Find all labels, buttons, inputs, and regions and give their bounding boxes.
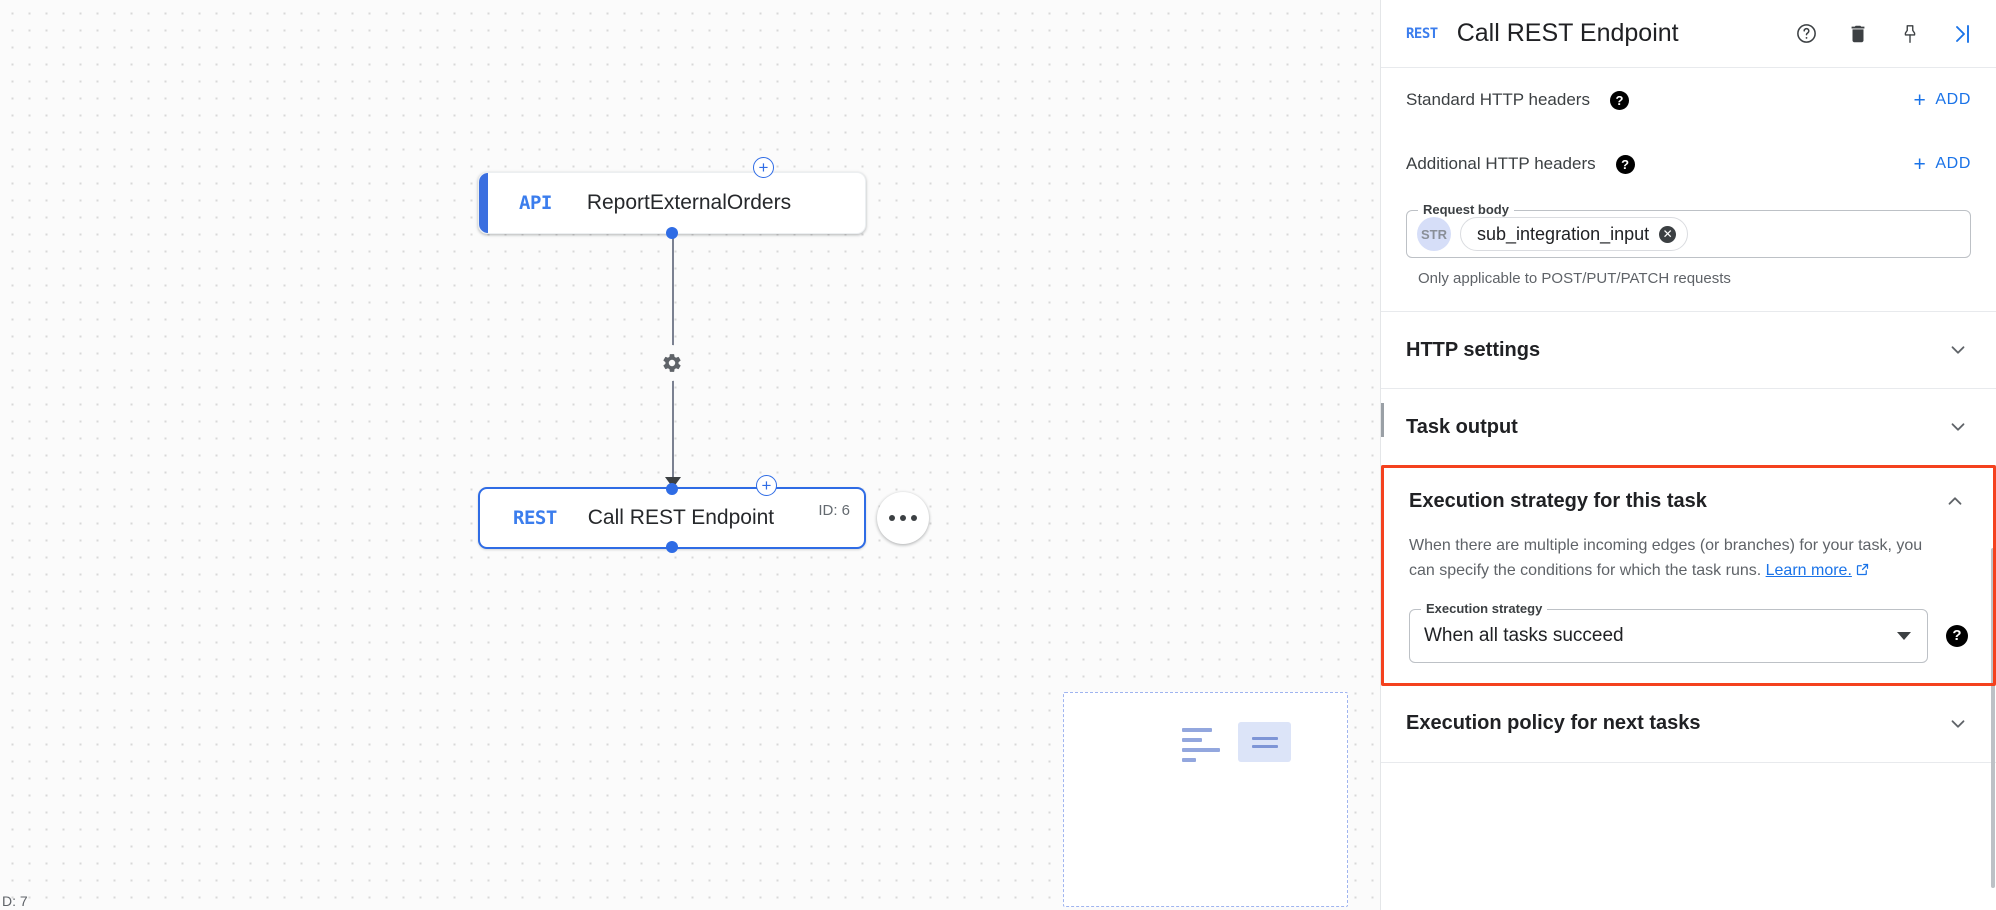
plus-icon: + [1913,88,1927,112]
variable-type-badge: STR [1417,217,1451,251]
section-execution-policy[interactable]: Execution policy for next tasks [1381,686,1996,763]
request-body-legend: Request body [1418,202,1514,217]
section-title: Execution strategy for this task [1409,489,1707,512]
node-type-badge: REST [513,507,557,529]
help-icon[interactable]: ? [1609,90,1629,110]
task-config-panel: REST Call REST Endpoint [1380,0,1996,910]
execution-strategy-value: When all tasks succeed [1424,624,1624,646]
collapse-panel-icon[interactable] [1950,22,1974,46]
canvas-node-rest[interactable]: REST Call REST Endpoint ID: 6 [478,483,866,553]
chevron-down-icon[interactable] [1947,416,1969,438]
workflow-canvas[interactable]: API ReportExternalOrders + REST Call RES… [0,0,1380,910]
add-node-button-api[interactable]: + [753,157,774,178]
request-body-helper-text: Only applicable to POST/PUT/PATCH reques… [1418,270,1731,287]
section-title: HTTP settings [1406,338,1541,361]
section-title: Task output [1406,415,1518,438]
rest-badge: REST [1406,25,1438,42]
node-type-badge: API [519,192,552,214]
add-label: ADD [1935,155,1971,172]
description-text: When there are multiple incoming edges (… [1409,537,1923,579]
section-execution-strategy-header[interactable]: Execution strategy for this task [1384,468,1993,534]
minimap-bars-icon [1182,728,1220,762]
panel-scroll-area[interactable]: Standard HTTP headers ? + ADD Additional… [1381,68,1996,910]
canvas-footer-text: D: 7 [2,893,28,909]
section-execution-policy-header[interactable]: Execution policy for next tasks [1381,686,1996,762]
execution-strategy-select[interactable]: Execution strategy When all tasks succee… [1409,600,1928,663]
add-node-button-rest[interactable]: + [756,475,777,496]
pin-icon[interactable] [1898,22,1922,46]
standard-http-headers-label: Standard HTTP headers [1406,90,1590,109]
node-accent-bar [479,173,488,233]
help-outline-icon[interactable] [1794,22,1818,46]
chevron-down-icon[interactable] [1947,713,1969,735]
dot-icon [911,515,917,521]
dot-icon [889,515,895,521]
panel-header-actions [1794,22,1974,46]
section-task-output[interactable]: Task output [1381,389,1996,466]
delete-icon[interactable] [1846,22,1870,46]
node-more-options-button[interactable] [877,492,929,544]
node-input-port[interactable] [666,483,678,495]
execution-strategy-select-row: Execution strategy When all tasks succee… [1409,600,1968,663]
section-title: Execution policy for next tasks [1406,712,1701,735]
canvas-node-api[interactable]: API ReportExternalOrders [478,172,866,239]
request-body-field[interactable]: Request body STR sub_integration_input ✕ [1406,202,1971,258]
section-task-output-header[interactable]: Task output [1381,389,1996,465]
chevron-up-icon[interactable] [1944,490,1966,512]
minimap-content [1182,722,1291,762]
edge-settings-icon[interactable] [654,345,690,381]
chevron-down-icon[interactable] [1947,339,1969,361]
panel-scrollbar-thumb[interactable] [1991,548,1995,888]
external-link-icon[interactable] [1855,561,1870,586]
standard-http-headers-row: Standard HTTP headers ? + ADD [1381,68,1996,132]
add-label: ADD [1935,91,1971,108]
section-http-settings[interactable]: HTTP settings [1381,312,1996,389]
plus-icon: + [1913,152,1927,176]
panel-header: REST Call REST Endpoint [1381,0,1996,68]
add-additional-header-button[interactable]: + ADD [1914,154,1971,175]
dot-icon [900,515,906,521]
learn-more-link[interactable]: Learn more. [1765,561,1852,579]
minimap-node-icon [1238,722,1291,762]
node-id-label: ID: 6 [818,502,850,519]
help-icon[interactable]: ? [1946,624,1968,647]
node-output-port[interactable] [666,541,678,553]
add-standard-header-button[interactable]: + ADD [1914,90,1971,111]
close-icon[interactable]: ✕ [1659,225,1677,243]
page-title: Call REST Endpoint [1456,19,1679,47]
node-label: ReportExternalOrders [586,191,792,214]
node-output-port[interactable] [666,227,678,239]
execution-strategy-body: When there are multiple incoming edges (… [1384,534,1993,683]
divider [1381,311,1996,312]
help-icon[interactable]: ? [1615,154,1635,174]
canvas-minimap[interactable] [1063,692,1348,907]
additional-http-headers-row: Additional HTTP headers ? + ADD [1381,132,1996,196]
edge-arrow-icon [665,477,681,488]
execution-strategy-legend: Execution strategy [1421,600,1548,616]
execution-strategy-description: When there are multiple incoming edges (… [1409,534,1929,586]
node-label: Call REST Endpoint [587,506,775,529]
section-execution-strategy[interactable]: Execution strategy for this task When th… [1381,465,1996,686]
request-body-chip[interactable]: sub_integration_input ✕ [1460,217,1689,251]
panel-scrollbar[interactable] [1991,68,1996,910]
chevron-down-icon[interactable] [1897,631,1911,640]
section-http-settings-header[interactable]: HTTP settings [1381,312,1996,388]
scroll-position-tick [1381,403,1384,437]
additional-http-headers-label: Additional HTTP headers [1406,154,1596,173]
request-body-chip-label: sub_integration_input [1477,223,1650,244]
